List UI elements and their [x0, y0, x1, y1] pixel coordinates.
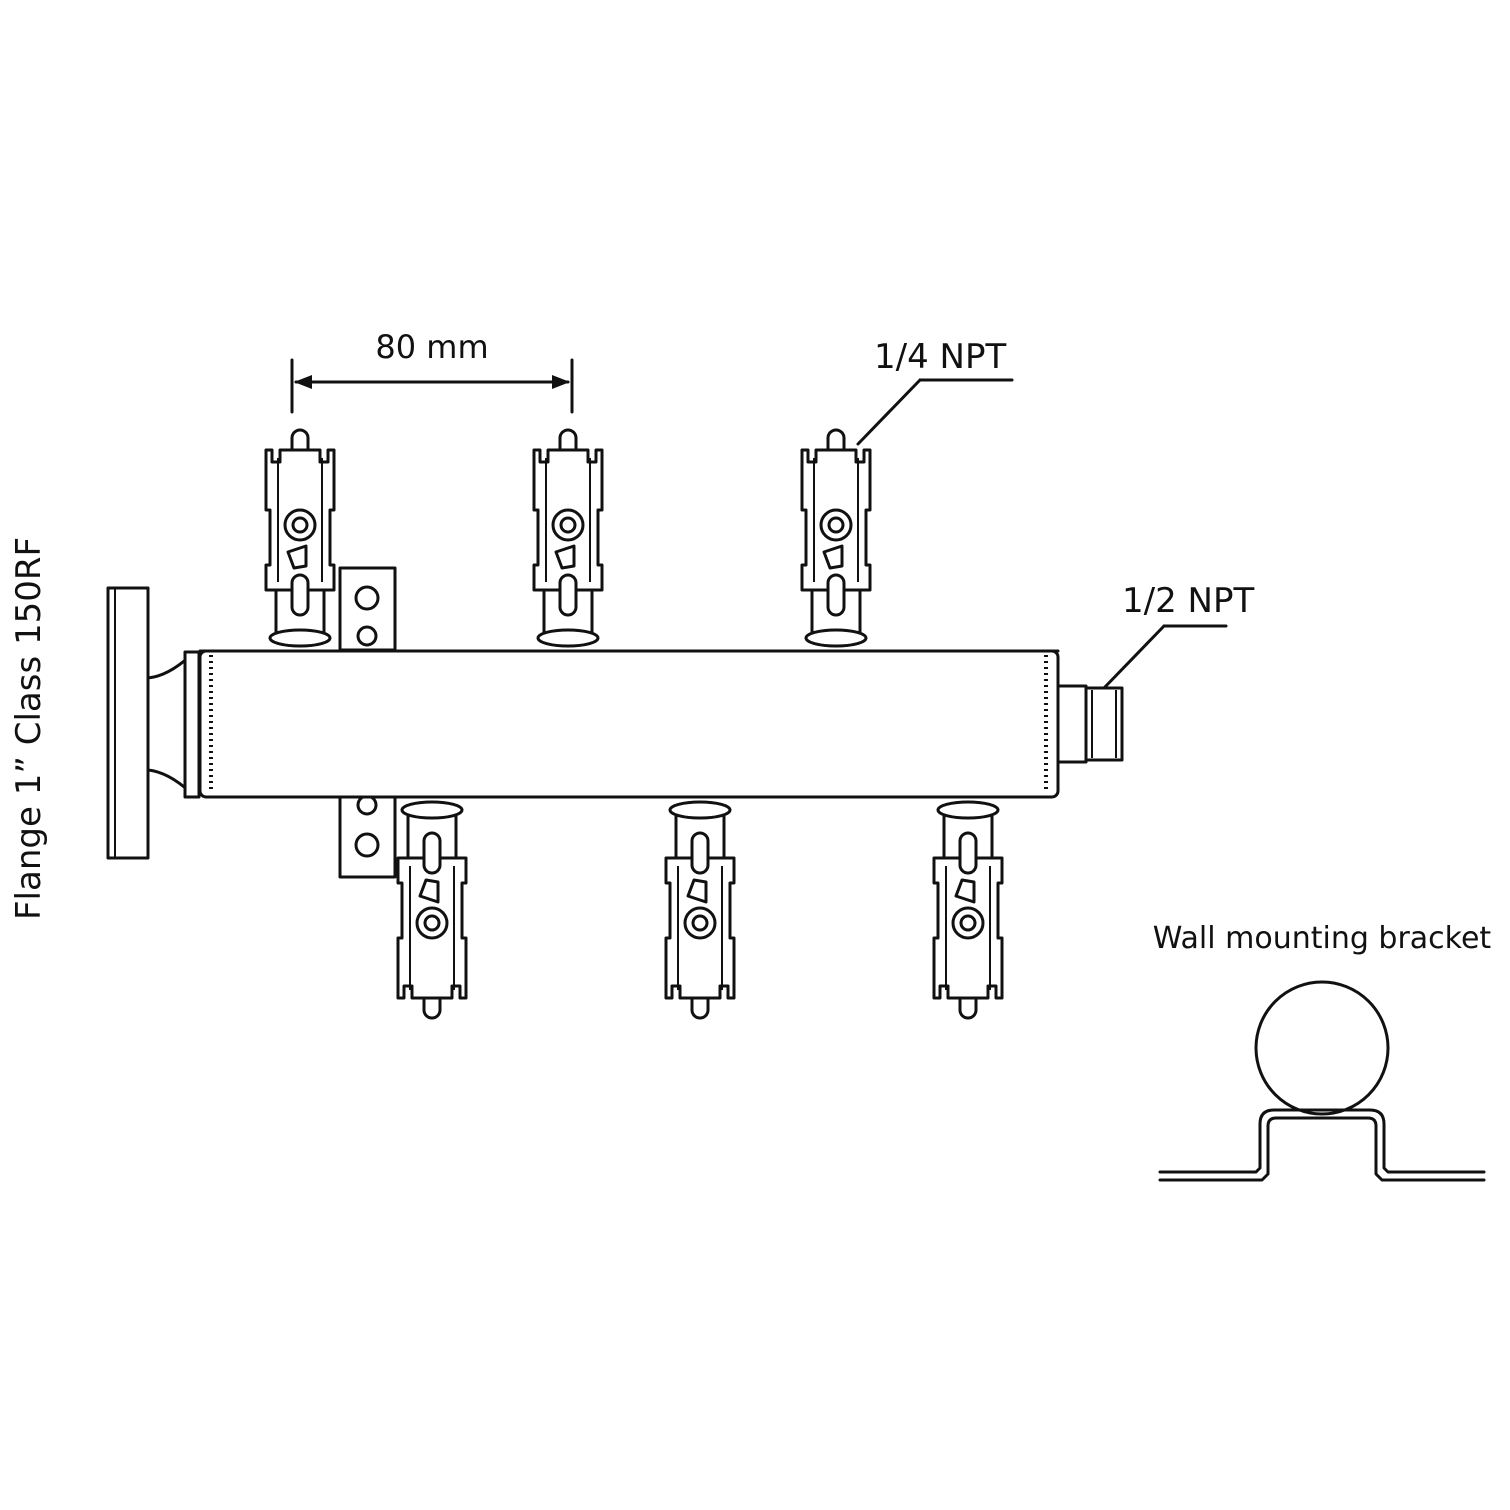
- inlet-fitting: [1056, 684, 1124, 764]
- valve-top-2: [532, 428, 604, 648]
- inlet-thread-callout: 1/2 NPT: [1102, 581, 1254, 690]
- bracket-plate-bottom: [338, 793, 397, 879]
- valve-bottom-2: [664, 800, 736, 1020]
- flange: [106, 586, 201, 860]
- header-tube: [198, 649, 1060, 799]
- valve-top-1: [264, 428, 336, 648]
- flange-label: Flange 1” Class 150RF: [9, 537, 49, 920]
- bracket-detail: Wall mounting bracket: [1153, 921, 1492, 1182]
- bracket-plate-top: [338, 566, 397, 652]
- spacing-label: 80 mm: [375, 328, 488, 366]
- spacing-dimension: 80 mm: [290, 328, 574, 414]
- valve-top-3: [800, 428, 872, 648]
- inlet-thread-label: 1/2 NPT: [1122, 581, 1254, 621]
- outlet-thread-callout: 1/4 NPT: [856, 337, 1014, 446]
- bracket-label: Wall mounting bracket: [1153, 921, 1492, 956]
- outlet-thread-label: 1/4 NPT: [874, 337, 1006, 377]
- valve-bottom-3: [932, 800, 1004, 1020]
- valve-bottom-1: [396, 800, 468, 1020]
